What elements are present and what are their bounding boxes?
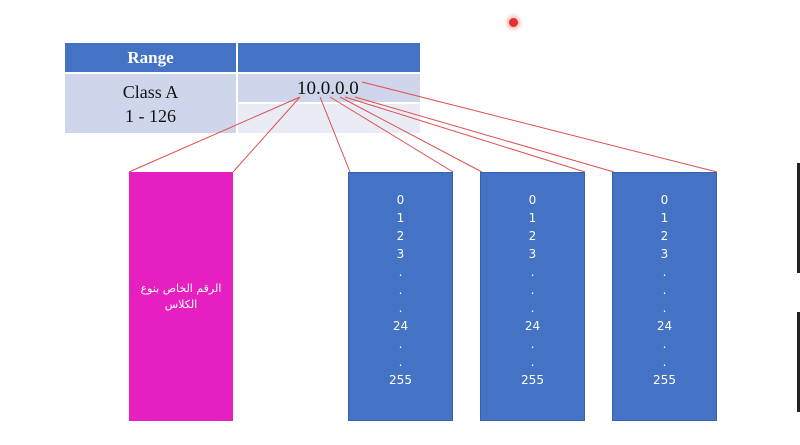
- connector-line: [128, 96, 301, 173]
- octet-values: 0 1 2 3 . . . 24 . . 255: [349, 191, 452, 389]
- octet-value: 2: [396, 229, 405, 243]
- octet-value: 0: [660, 193, 669, 207]
- octet-value: .: [662, 283, 667, 297]
- connector-line: [319, 96, 351, 173]
- octet-value: .: [662, 355, 667, 369]
- class-range: 1 - 126: [125, 105, 176, 126]
- octet-value: 2: [528, 229, 537, 243]
- range-table: Range Class A 1 - 126: [65, 43, 420, 133]
- connector-line: [354, 96, 615, 173]
- octet-value: 3: [660, 247, 669, 261]
- class-cell: Class A 1 - 126: [65, 74, 236, 133]
- octet-box-2: 0 1 2 3 . . . 24 . . 255: [348, 172, 453, 421]
- octet-value: .: [398, 301, 403, 315]
- octet-values: 0 1 2 3 . . . 24 . . 255: [613, 191, 716, 389]
- octet-value: .: [530, 337, 535, 351]
- connector-line: [329, 96, 454, 173]
- class-name: Class A: [122, 81, 179, 102]
- octet-value: 3: [528, 247, 537, 261]
- class-id-box: الرقم الخاص بنوع الكلاس: [129, 172, 233, 421]
- octet-values: 0 1 2 3 . . . 24 . . 255: [481, 191, 584, 389]
- octet-value: .: [398, 265, 403, 279]
- edge-bar: [797, 163, 800, 273]
- octet-value: 24: [656, 319, 673, 333]
- octet-value: .: [530, 355, 535, 369]
- octet-value: 0: [396, 193, 405, 207]
- class-id-label: الرقم الخاص بنوع الكلاس: [140, 281, 222, 311]
- ip-address: 10.0.0.0: [297, 78, 359, 99]
- octet-value: .: [530, 265, 535, 279]
- edge-bar: [797, 312, 800, 412]
- octet-value: 3: [396, 247, 405, 261]
- connector-line: [361, 81, 718, 173]
- empty-header: [238, 43, 420, 72]
- laser-pointer-dot: [509, 18, 518, 27]
- octet-value: 255: [521, 373, 544, 387]
- octet-value: .: [530, 301, 535, 315]
- connector-line: [344, 96, 586, 173]
- octet-value: .: [530, 283, 535, 297]
- octet-value: .: [662, 301, 667, 315]
- octet-value: 1: [396, 211, 405, 225]
- ip-cell: [238, 74, 420, 102]
- octet-box-3: 0 1 2 3 . . . 24 . . 255: [480, 172, 585, 421]
- octet-value: 2: [660, 229, 669, 243]
- octet-value: 255: [653, 373, 676, 387]
- octet-value: 1: [528, 211, 537, 225]
- octet-value: .: [662, 265, 667, 279]
- octet-value: .: [398, 337, 403, 351]
- octet-value: 24: [392, 319, 409, 333]
- octet-value: 1: [660, 211, 669, 225]
- octet-value: 24: [524, 319, 541, 333]
- octet-value: .: [662, 337, 667, 351]
- octet-value: 0: [528, 193, 537, 207]
- octet-value: .: [398, 283, 403, 297]
- octet-box-4: 0 1 2 3 . . . 24 . . 255: [612, 172, 717, 421]
- octet-value: .: [398, 355, 403, 369]
- connector-line: [339, 96, 483, 173]
- range-header: Range: [65, 43, 236, 72]
- octet-value: 255: [389, 373, 412, 387]
- connector-line: [232, 96, 301, 173]
